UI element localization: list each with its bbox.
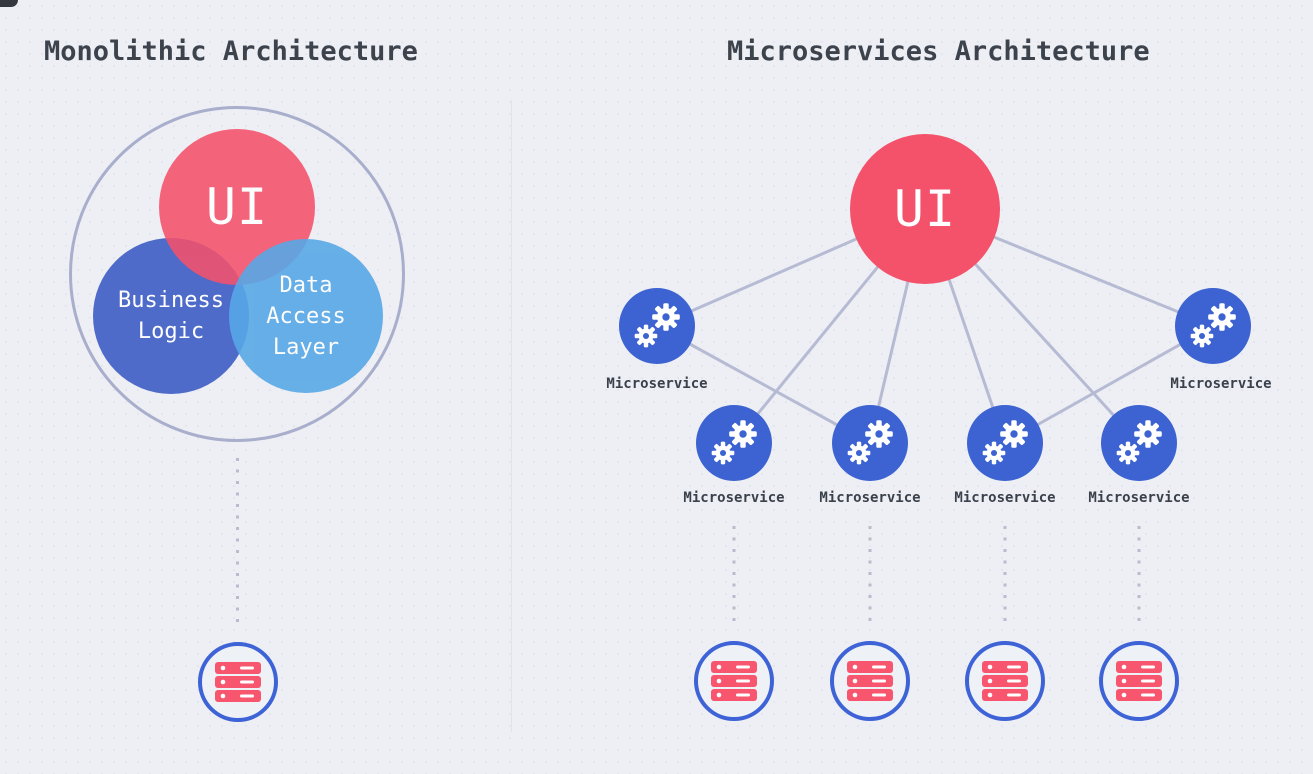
microservice-node	[619, 288, 695, 364]
monolith-database-node	[198, 642, 278, 722]
microservices-ui-circle: UI	[850, 134, 1000, 284]
database-node	[830, 641, 910, 721]
database-icon	[1116, 661, 1162, 701]
database-icon	[982, 661, 1028, 701]
microservice-label: Microservice	[683, 490, 785, 506]
gears-icon	[1116, 420, 1162, 465]
microservice-node	[967, 405, 1043, 481]
monolith-boundary-circle	[69, 106, 405, 442]
database-node	[965, 641, 1045, 721]
microservice-node	[832, 405, 908, 481]
microservice-label: Microservice	[606, 376, 708, 392]
microservice-label: Microservice	[819, 490, 921, 506]
database-icon	[847, 661, 893, 701]
gears-icon	[634, 303, 680, 348]
microservice-label: Microservice	[1170, 376, 1272, 392]
business-logic-label: Business Logic	[118, 288, 224, 344]
microservice-node	[1175, 288, 1251, 364]
database-node	[694, 641, 774, 721]
database-node	[1099, 641, 1179, 721]
gears-icon	[982, 420, 1028, 465]
panel-divider	[511, 100, 512, 732]
gears-icon	[1190, 303, 1236, 348]
screen-corner-artifact	[0, 0, 18, 7]
connector-line	[1004, 324, 1214, 445]
data-access-circle: Data Access Layer	[229, 239, 383, 393]
microservice-node	[696, 405, 772, 481]
gears-icon	[847, 420, 893, 465]
gears-icon	[711, 420, 757, 465]
microservices-title: Microservices Architecture	[727, 36, 1150, 67]
microservice-label: Microservice	[1088, 490, 1190, 506]
database-icon	[711, 661, 757, 701]
connector-line	[656, 324, 871, 445]
monolith-ui-label: UI	[205, 178, 269, 236]
monolithic-title: Monolithic Architecture	[44, 36, 418, 67]
data-access-label: Data Access Layer	[266, 272, 346, 360]
database-icon	[215, 662, 261, 702]
microservice-node	[1101, 405, 1177, 481]
microservice-label: Microservice	[954, 490, 1056, 506]
business-logic-circle: Business Logic	[93, 238, 249, 394]
microservices-ui-label: UI	[893, 180, 957, 238]
